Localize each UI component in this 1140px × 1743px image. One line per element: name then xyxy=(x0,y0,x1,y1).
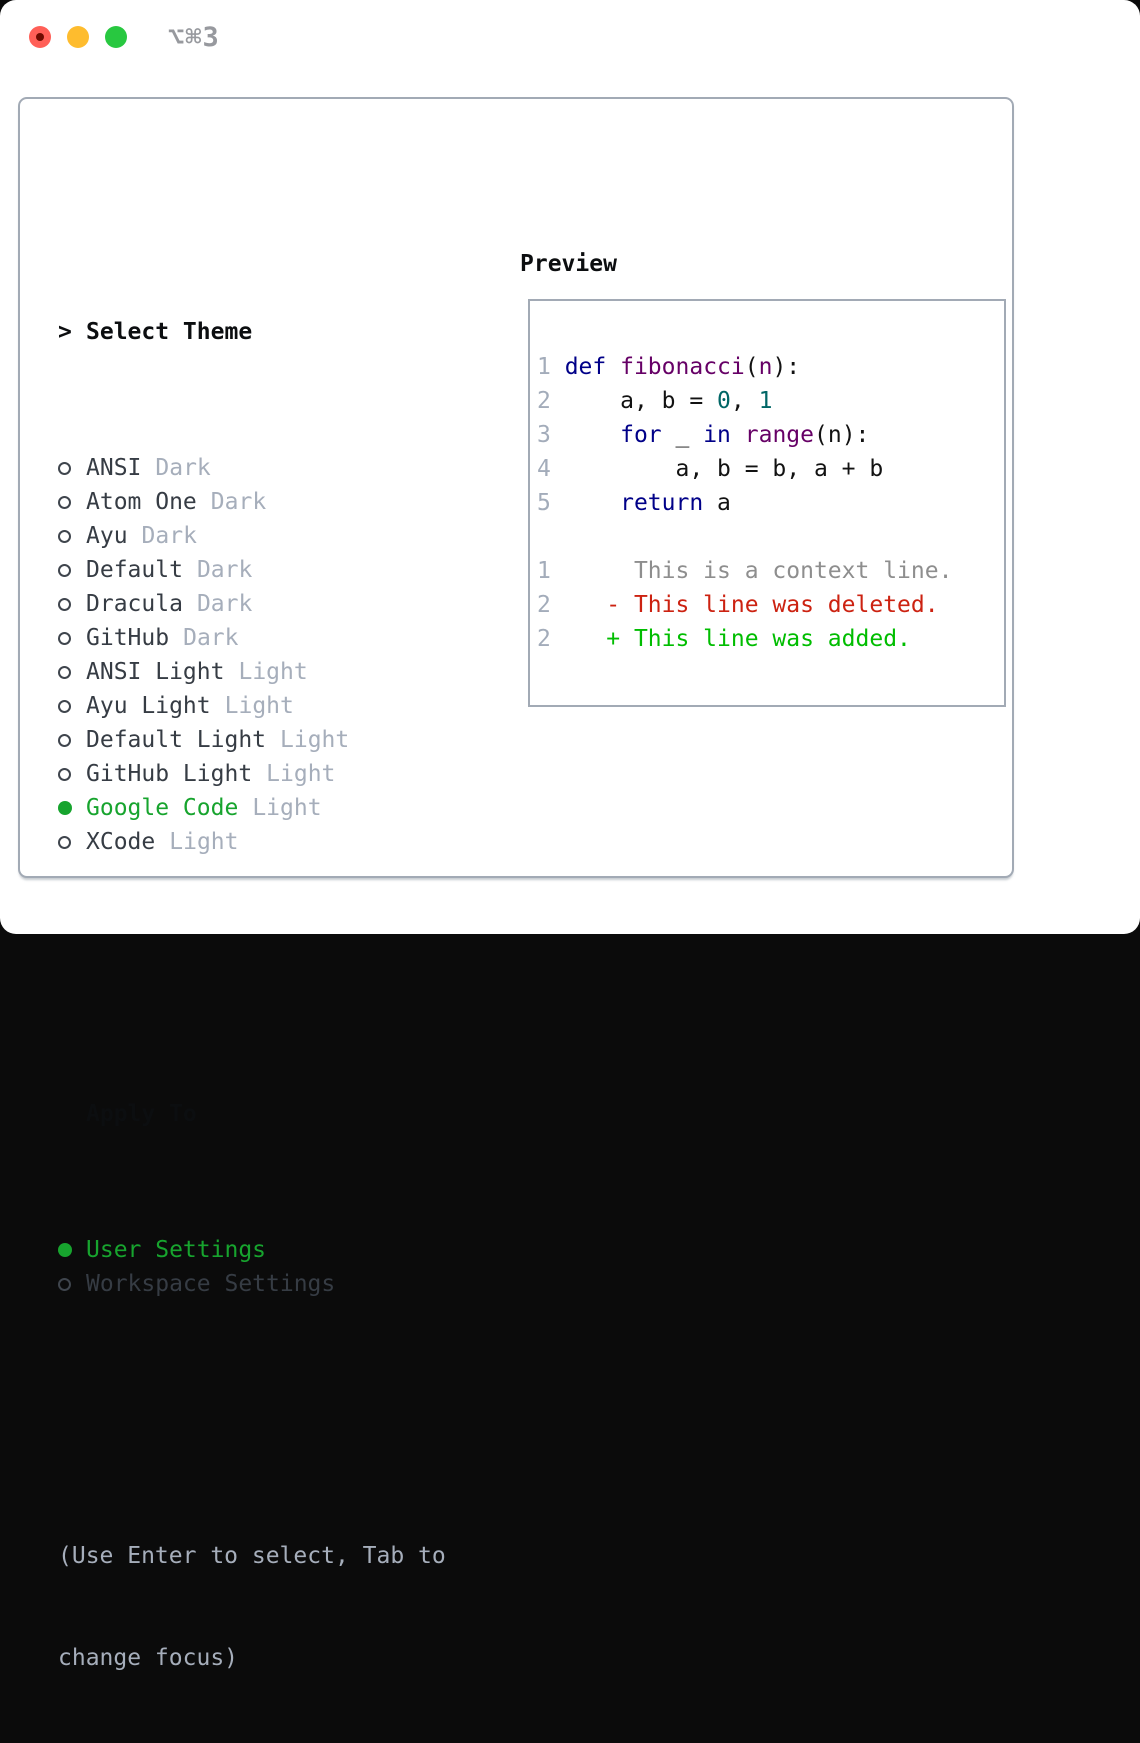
item-label: Dracula xyxy=(86,591,183,617)
code-preview: 1 def fibonacci(n): 2 a, b = 0, 1 3 for _ … xyxy=(537,350,952,656)
code-line: 5 return a xyxy=(537,490,731,516)
theme-item-dracula-dark[interactable]: Dracula Dark xyxy=(58,587,446,621)
theme-item-atom-one-dark[interactable]: Atom One Dark xyxy=(58,485,446,519)
blank-line xyxy=(537,520,952,554)
theme-item-xcode-light[interactable]: XCode Light xyxy=(58,825,446,859)
radio-icon xyxy=(58,665,71,679)
item-label: XCode xyxy=(86,829,156,855)
radio-icon xyxy=(58,461,71,475)
preview-title: Preview xyxy=(520,251,617,277)
item-variant-label: Dark xyxy=(141,523,197,549)
radio-icon xyxy=(58,733,71,747)
radio-icon xyxy=(58,1277,71,1291)
item-variant-label: Light xyxy=(238,659,308,685)
item-label: Default Light xyxy=(86,727,267,753)
item-variant-label: Light xyxy=(224,693,294,719)
select-theme-header: > Select Theme xyxy=(58,315,446,349)
maximize-button[interactable] xyxy=(105,26,127,48)
radio-icon xyxy=(58,835,71,849)
theme-item-github-dark[interactable]: GitHub Dark xyxy=(58,621,446,655)
item-variant-label: Light xyxy=(252,795,322,821)
radio-icon xyxy=(58,563,71,577)
radio-icon xyxy=(58,699,71,713)
theme-item-github-light-light[interactable]: GitHub Light Light xyxy=(58,757,446,791)
item-label: GitHub Light xyxy=(86,761,253,787)
close-button[interactable] xyxy=(29,26,51,48)
selected-radio-icon xyxy=(58,1243,72,1257)
diff-context-line: 1 This is a context line. xyxy=(537,558,953,584)
selected-radio-icon xyxy=(58,801,72,815)
diff-deleted-line: 2 - This line was deleted. xyxy=(537,592,939,618)
item-variant-label: Light xyxy=(169,829,239,855)
select-theme-title: Select Theme xyxy=(86,319,253,345)
theme-item-default-dark[interactable]: Default Dark xyxy=(58,553,446,587)
theme-item-google-code-light[interactable]: Google Code Light xyxy=(58,791,446,825)
code-line: 4 a, b = b, a + b xyxy=(537,456,884,482)
code-line: 1 def fibonacci(n): xyxy=(537,354,801,380)
apply-to-header: Apply To xyxy=(58,1097,446,1131)
preview-pane: 1 def fibonacci(n): 2 a, b = 0, 1 3 for _ … xyxy=(528,299,1006,707)
diff-added-line: 2 + This line was added. xyxy=(537,626,911,652)
item-variant-label: Light xyxy=(280,727,350,753)
item-variant-label: Light xyxy=(266,761,336,787)
window-titlebar: ⌥⌘3 xyxy=(0,0,1140,74)
item-label: Atom One xyxy=(86,489,197,515)
radio-icon xyxy=(58,495,71,509)
item-label: Ayu xyxy=(86,523,128,549)
code-line: 3 for _ in range(n): xyxy=(537,422,870,448)
item-label: Workspace Settings xyxy=(86,1271,336,1297)
theme-item-default-light-light[interactable]: Default Light Light xyxy=(58,723,446,757)
item-variant-label: Dark xyxy=(196,591,253,617)
theme-item-ayu-dark[interactable]: Ayu Dark xyxy=(58,519,446,553)
radio-icon xyxy=(58,529,71,543)
close-button-dot-icon xyxy=(36,33,44,41)
item-label: User Settings xyxy=(86,1237,267,1263)
apply-option-user-settings[interactable]: User Settings xyxy=(58,1233,446,1267)
theme-item-ayu-light-light[interactable]: Ayu Light Light xyxy=(58,689,446,723)
keyboard-hint-line-2: change focus) xyxy=(58,1645,239,1671)
code-line: 2 a, b = 0, 1 xyxy=(537,388,773,414)
cursor-icon: > xyxy=(58,319,72,345)
item-label: ANSI xyxy=(86,455,142,481)
radio-icon xyxy=(58,631,71,645)
item-variant-label: Dark xyxy=(210,489,267,515)
minimize-button[interactable] xyxy=(67,26,89,48)
item-label: GitHub xyxy=(86,625,170,651)
item-label: Default xyxy=(86,557,183,583)
item-variant-label: Dark xyxy=(196,557,253,583)
theme-item-ansi-light-light[interactable]: ANSI Light Light xyxy=(58,655,446,689)
item-label: Ayu Light xyxy=(86,693,211,719)
radio-icon xyxy=(58,767,71,781)
apply-option-workspace-settings[interactable]: Workspace Settings xyxy=(58,1267,446,1301)
apply-to-title: Apply To xyxy=(86,1101,197,1127)
window-shortcut-label: ⌥⌘3 xyxy=(168,22,220,53)
radio-icon xyxy=(58,597,71,611)
item-variant-label: Dark xyxy=(183,625,239,651)
item-variant-label: Dark xyxy=(155,455,211,481)
theme-item-ansi-dark[interactable]: ANSI Dark xyxy=(58,451,446,485)
keyboard-hint-line-1: (Use Enter to select, Tab to xyxy=(58,1543,446,1569)
item-label: ANSI Light xyxy=(86,659,225,685)
item-label: Google Code xyxy=(86,795,239,821)
